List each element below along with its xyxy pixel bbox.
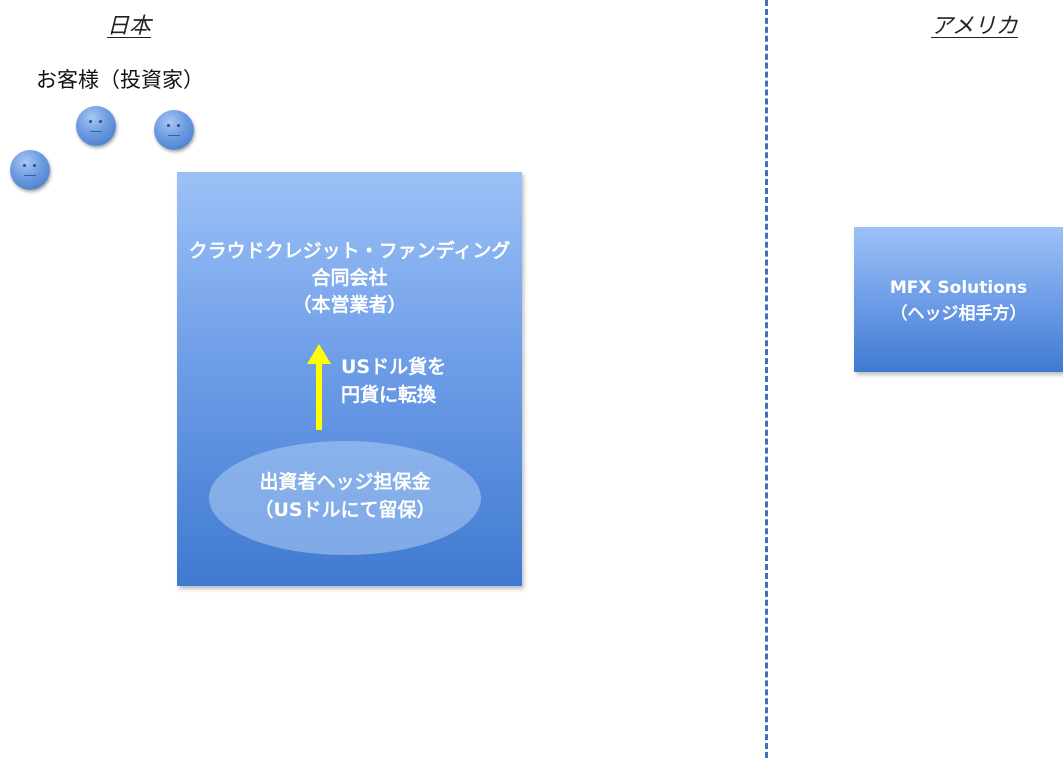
customer-face-icon	[154, 110, 194, 150]
company-name-line: （本営業者）	[292, 294, 407, 316]
company-name-line: 合同会社	[311, 267, 388, 289]
collateral-text: 出資者ヘッジ担保金 （USドルにて留保）	[209, 468, 481, 524]
region-title-usa: アメリカ	[931, 14, 1018, 39]
collateral-line: 出資者ヘッジ担保金	[259, 471, 431, 493]
country-divider	[765, 0, 768, 758]
hedge-counterparty-text: MFX Solutions （ヘッジ相手方）	[854, 275, 1063, 327]
customer-face-icon	[10, 150, 50, 190]
company-name: クラウドクレジット・ファンディング 合同会社 （本営業者）	[177, 238, 522, 319]
conversion-line: USドル貨を	[341, 356, 447, 378]
hedge-counterparty-box: MFX Solutions （ヘッジ相手方）	[854, 227, 1063, 372]
hedge-line: （ヘッジ相手方）	[890, 304, 1027, 324]
hedge-line: MFX Solutions	[889, 278, 1028, 298]
collateral-ellipse: 出資者ヘッジ担保金 （USドルにて留保）	[209, 441, 481, 555]
arrow-up-icon	[307, 344, 331, 430]
customer-face-icon	[76, 106, 116, 146]
company-name-line: クラウドクレジット・ファンディング	[188, 240, 511, 262]
customers-label: お客様（投資家）	[36, 68, 204, 92]
region-title-japan: 日本	[107, 14, 152, 39]
currency-conversion-label: USドル貨を 円貨に転換	[341, 353, 446, 409]
conversion-line: 円貨に転換	[341, 384, 437, 406]
collateral-line: （USドルにて留保）	[254, 499, 436, 521]
company-box: クラウドクレジット・ファンディング 合同会社 （本営業者） USドル貨を 円貨に…	[177, 172, 522, 586]
